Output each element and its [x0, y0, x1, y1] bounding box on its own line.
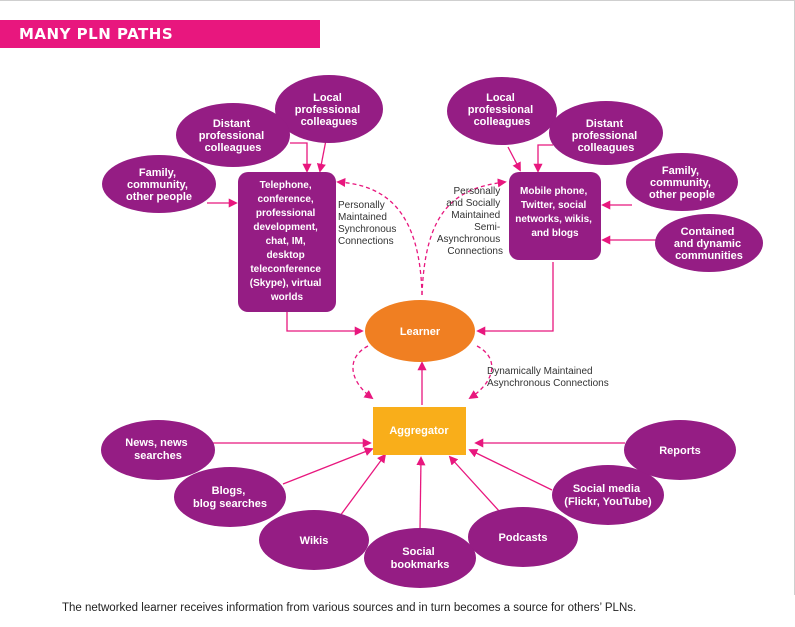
arrow-left-distant: [290, 142, 312, 173]
learner-node: Learner: [365, 300, 475, 362]
left-family-label: Family, community, other people: [126, 167, 192, 203]
figure-caption: The networked learner receives informati…: [62, 602, 637, 614]
aggregator-node: Aggregator: [373, 407, 466, 455]
dashed-left-async: [352, 345, 374, 400]
right-distant-colleagues-label: Distant professional colleagues: [572, 118, 640, 154]
blog-searches-node: Blogs, blog searches: [174, 467, 286, 527]
synchronous-tools-box: Telephone, conference, professional deve…: [238, 172, 336, 312]
right-contained-communities-node: Contained and dynamic communities: [655, 214, 763, 272]
left-local-colleagues-node: Local professional colleagues: [275, 75, 383, 143]
right-local-colleagues-label: Local professional colleagues: [468, 92, 536, 128]
dashed-semi: [421, 178, 507, 296]
news-searches-node: News, news searches: [101, 420, 215, 480]
right-family-label: Family, community, other people: [649, 165, 715, 201]
dashed-connections: [336, 177, 507, 400]
right-family-node: Family, community, other people: [626, 153, 738, 211]
arrow-leftbox-learner: [286, 312, 364, 336]
arrows: [207, 139, 657, 531]
arrow-blogs: [282, 447, 374, 485]
sync-connection-label: Personally Maintained Synchronous Connec…: [338, 200, 399, 247]
arrow-wikis: [336, 453, 387, 521]
learner-label: Learner: [400, 326, 441, 338]
semi-asynchronous-tools-box: Mobile phone, Twitter, social networks, …: [509, 172, 601, 260]
left-local-colleagues-label: Local professional colleagues: [295, 92, 363, 128]
left-distant-colleagues-node: Distant professional colleagues: [176, 103, 290, 167]
right-contained-communities-label: Contained and dynamic communities: [674, 226, 744, 262]
arrow-podcasts: [448, 455, 501, 513]
left-family-node: Family, community, other people: [102, 155, 216, 213]
right-distant-colleagues-node: Distant professional colleagues: [549, 101, 663, 165]
semi-asynchronous-tools-label: Mobile phone, Twitter, social networks, …: [515, 186, 594, 239]
wikis-node: Wikis: [259, 510, 369, 570]
podcasts-node: Podcasts: [468, 507, 578, 567]
dashed-right-async: [468, 345, 493, 399]
dashed-sync: [336, 177, 423, 296]
reports-label: Reports: [659, 445, 701, 457]
synchronous-tools-label: Telephone, conference, professional deve…: [250, 180, 324, 303]
arrow-right-distant: [533, 144, 553, 173]
social-bookmarks-node: Social bookmarks: [364, 528, 476, 588]
right-local-colleagues-node: Local professional colleagues: [447, 77, 557, 145]
arrow-left-local: [316, 139, 327, 173]
social-media-node: Social media (Flickr, YouTube): [552, 465, 664, 525]
arrow-rightbox-learner: [476, 262, 554, 336]
semi-async-connection-label: Personally and Socially Maintained Semi-…: [437, 186, 503, 257]
social-bookmarks-label: Social bookmarks: [391, 546, 450, 571]
figure-title: MANY PLN PATHS: [0, 20, 320, 48]
arrow-right-local: [507, 146, 521, 172]
news-searches-label: News, news searches: [125, 437, 190, 462]
podcasts-label: Podcasts: [499, 532, 548, 544]
arrow-bookmarks: [416, 456, 426, 531]
social-media-label: Social media (Flickr, YouTube): [564, 483, 652, 508]
async-connection-label: Dynamically Maintained Asynchronous Conn…: [487, 366, 609, 389]
aggregator-label: Aggregator: [389, 425, 449, 437]
arrow-social-media: [468, 449, 553, 491]
wikis-label: Wikis: [300, 535, 329, 547]
blog-searches-label: Blogs, blog searches: [193, 485, 267, 510]
reports-node: Reports: [624, 420, 736, 480]
frame-top-border: [0, 0, 795, 1]
left-distant-colleagues-label: Distant professional colleagues: [199, 118, 267, 154]
